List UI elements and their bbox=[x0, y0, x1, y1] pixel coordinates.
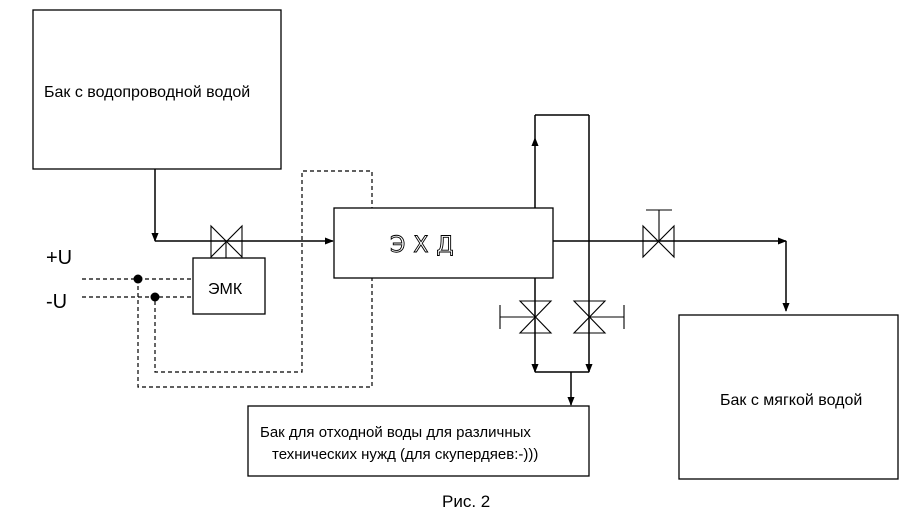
figure-caption: Рис. 2 bbox=[442, 492, 490, 511]
drain-valve-right-icon bbox=[572, 300, 625, 334]
power-wiring bbox=[82, 170, 373, 388]
feed-valve-icon bbox=[210, 224, 243, 259]
tap-water-tank-label: Бак с водопроводной водой bbox=[44, 84, 250, 101]
emk-box: ЭМК bbox=[192, 257, 266, 315]
emk-label: ЭМК bbox=[208, 281, 243, 298]
output-valve-icon bbox=[642, 209, 675, 259]
power-minus-label: -U bbox=[46, 291, 67, 313]
tap-water-tank: Бак с водопроводной водой bbox=[32, 9, 282, 170]
waste-tank-label-line2: технических нужд (для скупердяев:-))) bbox=[272, 446, 538, 463]
soft-water-tank: Бак с мягкой водой bbox=[678, 314, 899, 480]
waste-water-tank: Бак для отходной воды для различных техн… bbox=[247, 405, 590, 477]
exd-box: ЭХД bbox=[333, 207, 554, 279]
soft-water-tank-label: Бак с мягкой водой bbox=[720, 392, 862, 409]
waste-tank-label-line1: Бак для отходной воды для различных bbox=[260, 424, 531, 441]
exd-label: ЭХД bbox=[390, 233, 462, 258]
drain-valve-left-icon bbox=[499, 300, 553, 334]
recirculation-loop bbox=[531, 114, 593, 373]
power-plus-label: +U bbox=[46, 247, 72, 269]
